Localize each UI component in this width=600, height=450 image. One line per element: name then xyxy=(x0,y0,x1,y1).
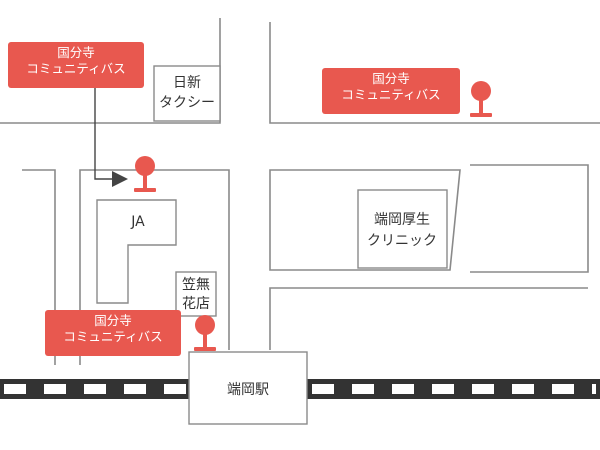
bus-stop-label[interactable]: 国分寺 コミュニティバス xyxy=(8,42,144,88)
railway xyxy=(0,351,600,425)
bus-stop-label-line2: コミュニティバス xyxy=(63,329,163,344)
road-right-block-far xyxy=(470,164,589,273)
map-pin-icon[interactable] xyxy=(194,315,216,351)
bus-stop-label-line2: コミュニティバス xyxy=(341,87,441,102)
taxi-label-line1: 日新 xyxy=(173,75,201,91)
bus-stop-label[interactable]: 国分寺 コミュニティバス xyxy=(322,68,460,114)
bus-stop-label[interactable]: 国分寺 コミュニティバス xyxy=(45,310,181,356)
clinic-building xyxy=(357,189,448,269)
florist-label-line2: 花店 xyxy=(182,296,210,312)
station-label: 端岡駅 xyxy=(227,382,269,398)
florist-label-line1: 笠無 xyxy=(182,277,210,293)
road-left-vertical xyxy=(22,169,56,365)
roads xyxy=(0,18,600,365)
bus-stop-label-line1: 国分寺 xyxy=(94,313,132,328)
ja-label: JA xyxy=(130,214,145,230)
bus-stop-label-line1: 国分寺 xyxy=(372,71,410,86)
map-pin-icon[interactable] xyxy=(470,81,492,117)
florist-building xyxy=(175,271,217,317)
taxi-building xyxy=(153,65,221,122)
ja-building xyxy=(96,199,177,304)
road-top-right-block xyxy=(269,22,600,124)
road-left-block-center xyxy=(79,169,230,365)
route-arrow xyxy=(94,88,128,187)
station-building xyxy=(188,351,308,425)
taxi-label-line2: タクシー xyxy=(159,95,215,111)
bus-stop-label-line2: コミュニティバス xyxy=(26,61,126,76)
clinic-label-line1: 端岡厚生 xyxy=(374,212,430,228)
bus-stop-label-line1: 国分寺 xyxy=(57,45,95,60)
road-right-block-upper xyxy=(269,169,461,271)
buildings xyxy=(96,65,448,317)
road-right-lower xyxy=(269,287,588,350)
clinic-label-line2: クリニック xyxy=(367,233,437,249)
map-pin-icon[interactable] xyxy=(134,156,156,192)
arrow-right-icon xyxy=(112,171,128,187)
road-top-left-block xyxy=(0,18,221,124)
